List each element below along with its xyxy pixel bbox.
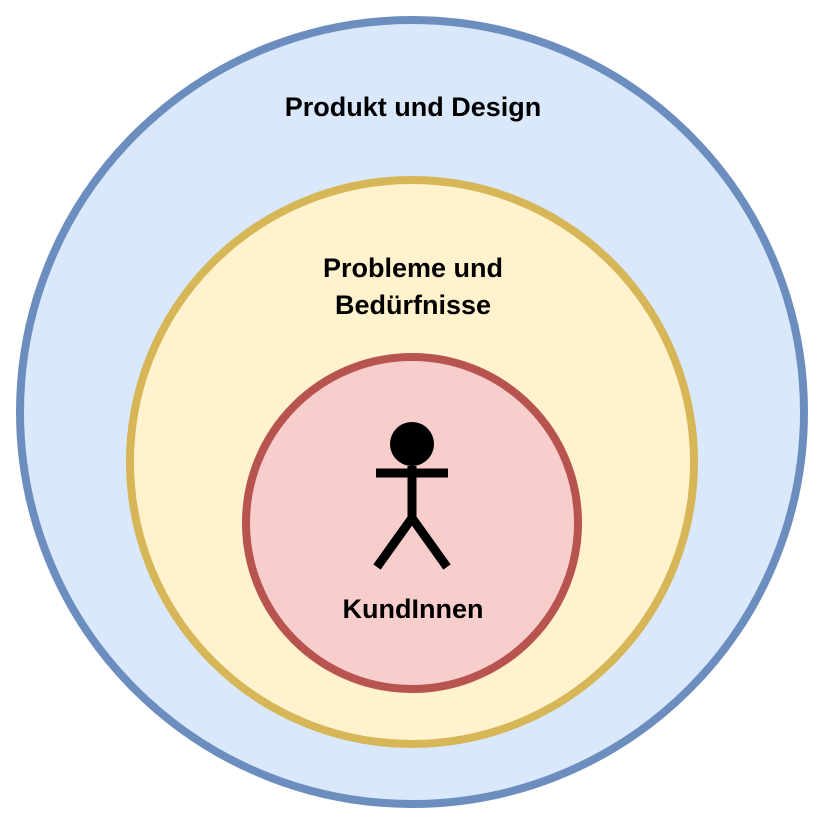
stick-figure-icon [373,422,451,570]
middle-ring-label-line-2: Bedürfnisse [334,290,492,320]
middle-ring-label-line-1: Probleme und [322,253,504,283]
stick-figure-head [390,422,434,466]
stick-figure-right-leg [408,515,451,570]
outer-ring-label: Produkt und Design [284,92,542,122]
middle-ring-label: Probleme und Bedürfnisse [263,250,563,324]
inner-circle-label: KundInnen [342,594,484,624]
stick-figure-left-leg [373,515,416,570]
